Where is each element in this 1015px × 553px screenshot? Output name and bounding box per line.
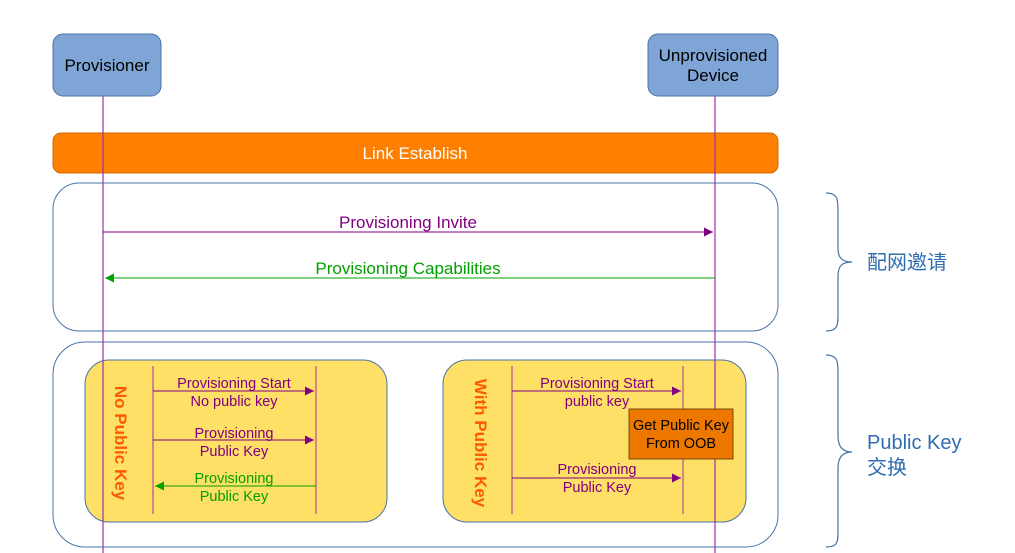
npk-start-label-line2: No public key [190, 394, 278, 410]
invite-phase-brace-label: 配网邀请 [867, 251, 947, 274]
wpk-pk-label-line2: Public Key [563, 480, 632, 496]
device-label-line1: Unprovisioned [659, 46, 768, 65]
link-establish-bar [52, 132, 779, 174]
no-public-key-title: No Public Key [111, 386, 130, 501]
npk-pk-label-line1: Provisioning [195, 426, 274, 442]
device-actor [647, 33, 779, 97]
device-label-line2: Device [687, 66, 739, 85]
wpk-pk-label-line1: Provisioning [558, 462, 637, 478]
provisioner-actor [52, 33, 162, 97]
public-key-phase-brace-label-line1: Public Key [867, 432, 962, 454]
link-establish-label: Link Establish [363, 144, 468, 163]
public-key-phase-brace-label-line2: 交换 [867, 456, 907, 479]
provisioner-label: Provisioner [64, 56, 149, 75]
with-public-key-panel [442, 359, 747, 523]
npk-start-label-line1: Provisioning Start [177, 376, 291, 392]
with-public-key-title: With Public Key [471, 379, 490, 508]
invite-phase-frame [52, 182, 779, 332]
oob-label-line1: Get Public Key [633, 418, 730, 434]
npk-reply-label-line2: Public Key [200, 489, 269, 505]
npk-pk-label-line2: Public Key [200, 444, 269, 460]
public-key-phase-brace [825, 354, 853, 548]
oob-box [628, 408, 734, 460]
wpk-start-label-line2: public key [565, 394, 630, 410]
invite-phase-brace [825, 192, 853, 332]
capabilities-label: Provisioning Capabilities [315, 259, 500, 278]
public-key-phase-frame [52, 341, 779, 548]
invite-label: Provisioning Invite [339, 213, 477, 232]
wpk-start-label-line1: Provisioning Start [540, 376, 654, 392]
npk-reply-label-line1: Provisioning [195, 471, 274, 487]
oob-label-line2: From OOB [646, 436, 716, 452]
